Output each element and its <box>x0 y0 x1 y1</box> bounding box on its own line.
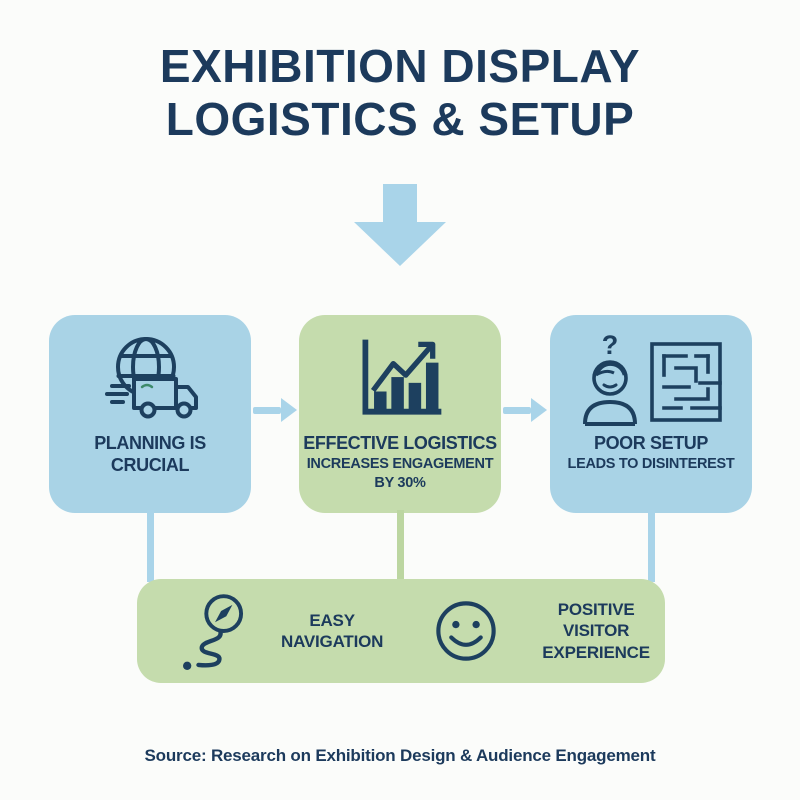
card-effective-logistics-title: EFFECTIVE LOGISTICS <box>303 433 497 453</box>
down-arrow-icon <box>354 184 446 266</box>
outcomes-bar: EASY NAVIGATION POSITIVE VISITOR EXPERIE… <box>137 579 665 683</box>
outcome-easy-navigation: EASY NAVIGATION <box>175 591 383 671</box>
bar-chart-growth-icon <box>350 327 450 431</box>
svg-text:?: ? <box>602 331 619 360</box>
source-attribution: Source: Research on Exhibition Design & … <box>144 746 656 765</box>
confused-person-maze-icon: ? <box>576 327 726 431</box>
down-arrow-stem <box>383 184 417 222</box>
outcome-positive-experience: POSITIVE VISITOR EXPERIENCE <box>431 596 665 666</box>
connector-line-right <box>648 510 655 582</box>
globe-truck-icon <box>92 327 208 431</box>
easy-navigation-label: EASY NAVIGATION <box>281 610 384 651</box>
connector-line-left <box>147 510 154 582</box>
down-arrow-head <box>354 222 446 266</box>
page-title-line2: LOGISTICS & SETUP <box>165 92 635 145</box>
card-planning: PLANNING IS CRUCIAL <box>49 315 251 513</box>
card-planning-text: PLANNING IS CRUCIAL <box>94 433 206 477</box>
page-title: EXHIBITION DISPLAY LOGISTICS & SETUP <box>0 40 800 146</box>
card-effective-logistics-sub1: INCREASES ENGAGEMENT <box>306 455 494 472</box>
card-poor-setup-text: POOR SETUP LEADS TO DISINTEREST <box>568 433 735 474</box>
connector-line-middle <box>397 510 404 582</box>
card-poor-setup-title: POOR SETUP <box>593 433 708 453</box>
card-effective-logistics: EFFECTIVE LOGISTICS INCREASES ENGAGEMENT… <box>299 315 501 513</box>
right-arrow-icon-1 <box>253 398 297 422</box>
card-planning-title-line1: PLANNING IS <box>94 433 206 453</box>
card-poor-setup: ? <box>550 315 752 513</box>
card-poor-setup-sub1: LEADS TO DISINTEREST <box>567 455 735 472</box>
smiley-face-icon <box>431 596 501 666</box>
positive-experience-label: POSITIVE VISITOR EXPERIENCE <box>542 600 650 662</box>
card-planning-title-line2: CRUCIAL <box>110 454 190 475</box>
page-title-line1: EXHIBITION DISPLAY <box>159 40 641 92</box>
card-effective-logistics-sub2: BY 30% <box>374 474 426 491</box>
compass-route-icon <box>175 591 255 671</box>
right-arrow-icon-2 <box>503 398 547 422</box>
card-effective-logistics-text: EFFECTIVE LOGISTICS INCREASES ENGAGEMENT… <box>303 433 497 492</box>
